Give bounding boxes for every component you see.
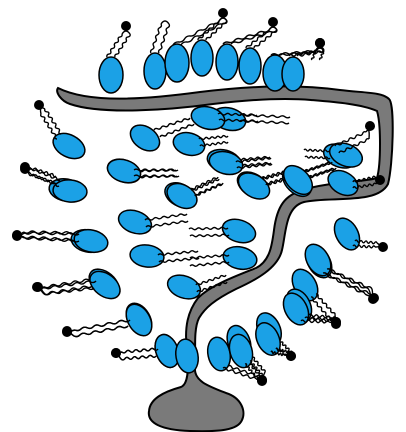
interior-lipid-19 — [207, 148, 272, 178]
top-lipid-3-head — [165, 44, 189, 82]
top-lipid-1-tail-b — [115, 34, 130, 57]
interior-lipid-11-tail-b — [159, 258, 199, 263]
interior-lipid-9-head — [115, 206, 154, 238]
interior-lipid-18 — [104, 155, 179, 186]
left-lipid-8-anchor — [12, 231, 22, 241]
left-lipid-9 — [33, 266, 125, 304]
interior-lipid-10 — [189, 215, 259, 246]
right-lipid-16-anchor — [286, 351, 296, 361]
interior-lipid-10-head — [219, 215, 258, 246]
right-lipid-18 — [173, 337, 201, 374]
interior-lipid-9-tail-b — [146, 221, 188, 227]
left-lipid-1 — [34, 100, 89, 164]
right-lipid-3-head — [329, 214, 364, 254]
left-lipid-1-tail-b — [45, 109, 61, 134]
left-lipid-7-anchor — [20, 164, 30, 174]
interior-lipid-12 — [190, 244, 259, 273]
top-lipid-4-tail-loop — [219, 18, 227, 21]
top-lipid-5-anchor — [268, 17, 278, 27]
interior-lipid-21-head — [234, 168, 274, 205]
left-lipid-11-anchor — [111, 348, 121, 358]
top-lipid-8-head — [282, 57, 304, 91]
right-lipid-14-anchor — [368, 294, 378, 304]
interior-lipid-10-tail-b — [190, 234, 229, 236]
right-lipid-1-tail-loop — [366, 130, 369, 139]
interior-lipid-11 — [129, 243, 199, 270]
interior-lipid-11-tail-a — [158, 251, 198, 256]
interior-lipid-12-head — [221, 244, 259, 273]
left-lipid-7-head — [52, 179, 88, 204]
right-lipid-15-anchor — [331, 319, 341, 329]
interior-lipid-9 — [115, 206, 188, 238]
interior-lipid-18-head — [104, 155, 143, 186]
top-lipid-5-head — [216, 44, 238, 80]
right-lipid-1-head — [326, 138, 366, 171]
left-lipid-5-tail-b — [75, 320, 130, 331]
left-lipid-10-head — [121, 300, 157, 340]
interior-lipid-9-tail-a — [145, 214, 187, 220]
right-lipid-18-head — [173, 337, 201, 374]
interior-lipid-3-tail-a — [199, 136, 228, 140]
top-lipid-1-anchor — [121, 21, 131, 31]
top-lipid-1 — [99, 21, 131, 93]
top-lipid-3-anchor — [218, 8, 228, 18]
left-lipid-1-anchor — [34, 100, 44, 110]
right-lipid-2-anchor — [375, 175, 385, 185]
top-lipid-1-head — [99, 57, 123, 93]
top-lipid-1-tail-loop — [122, 31, 130, 34]
left-lipid-11 — [111, 331, 183, 370]
top-lipid-2-tail-loop — [161, 21, 169, 24]
left-lipid-10-tail-b — [75, 320, 130, 331]
left-lipid-9-anchor — [33, 282, 43, 292]
top-lipid-6-head — [239, 48, 261, 84]
top-lipid-6-tail-loop — [269, 27, 277, 30]
top-lipid-1-tail-a — [107, 34, 122, 57]
interior-lipid-3-head — [171, 129, 208, 159]
top-lipid-2-tail-b — [159, 24, 170, 53]
interior-lipid-1-head — [126, 120, 165, 156]
left-lipid-10-anchor — [62, 327, 72, 337]
top-lipid-2-head — [144, 53, 166, 89]
top-lipid-2-tail-a — [151, 24, 162, 53]
right-lipid-3 — [329, 214, 388, 254]
top-lipid-9-anchor — [315, 38, 325, 48]
interior-lipid-12-tail-b — [190, 262, 229, 267]
left-lipid-1-tail-a — [41, 114, 57, 139]
right-lipid-1-anchor — [365, 121, 375, 131]
right-lipid-3-anchor — [378, 242, 388, 252]
right-lipid-17-anchor — [257, 376, 267, 386]
left-lipid-11-tail-a — [121, 355, 156, 360]
left-lipid-11-tail-b — [122, 348, 158, 353]
interior-lipid-11-head — [129, 243, 166, 270]
top-lipid-4-head — [191, 40, 213, 76]
